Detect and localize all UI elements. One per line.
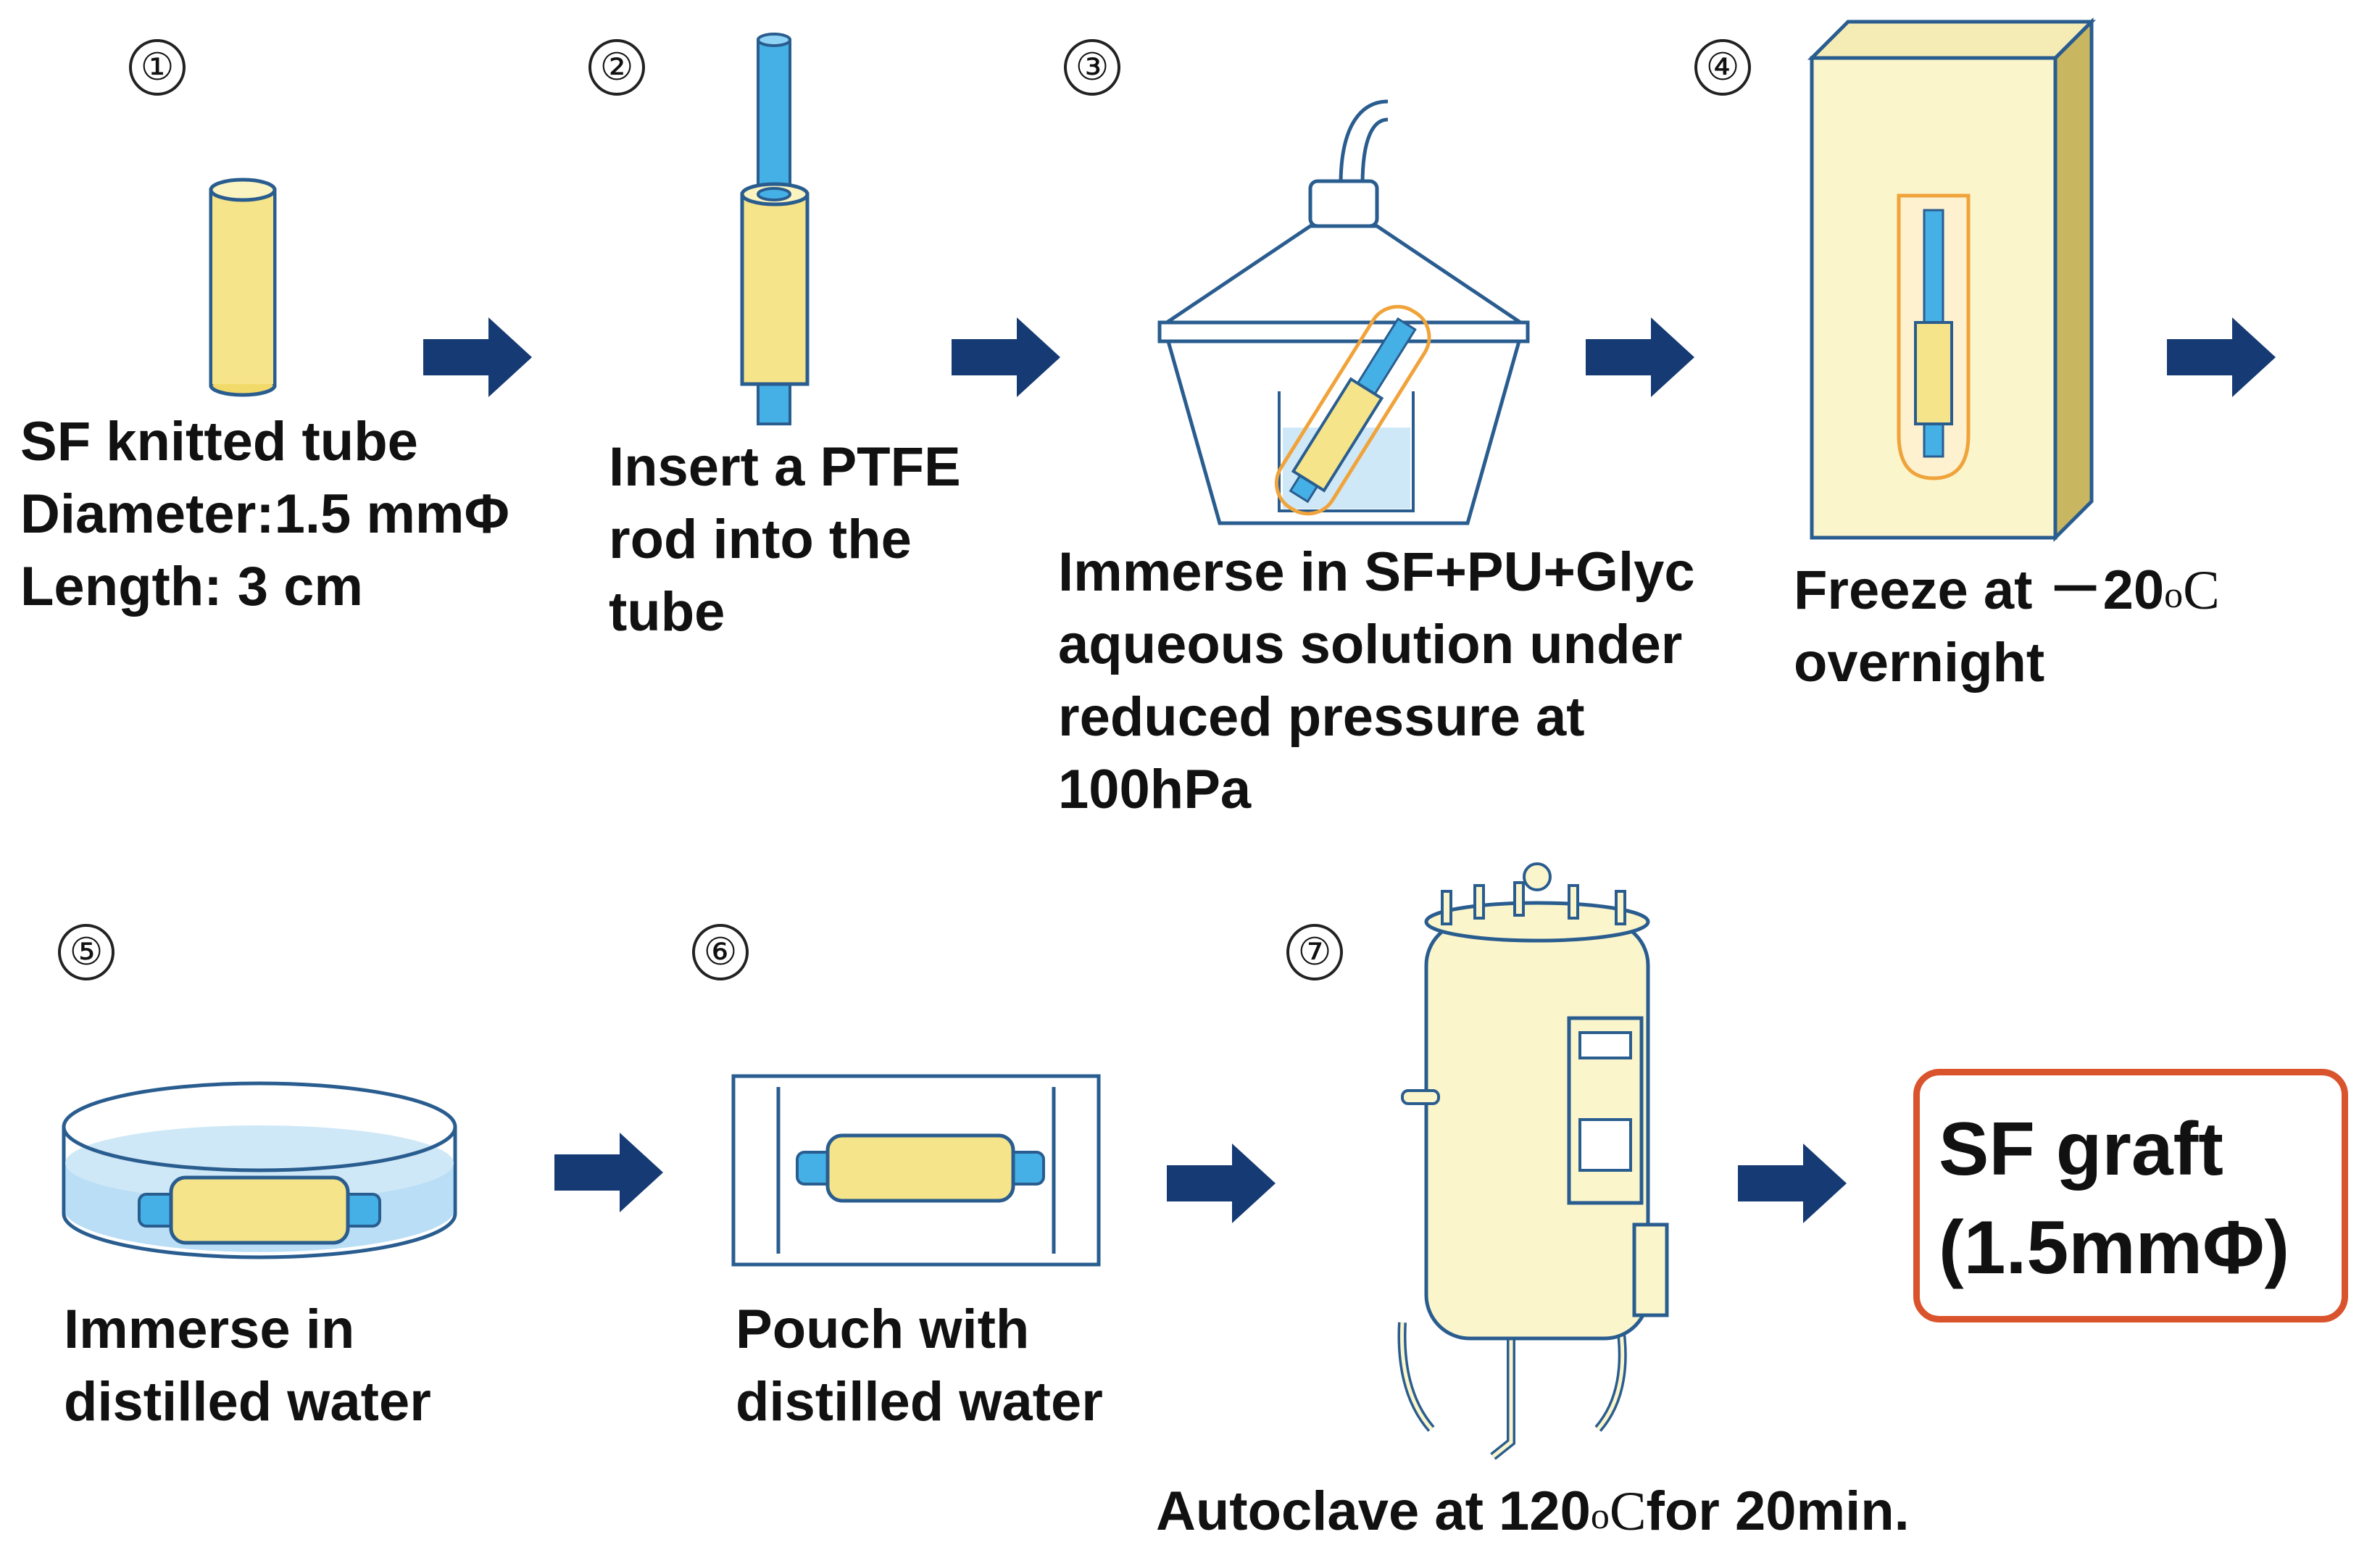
sf-graft-result-box: SF graft (1.5mmΦ) [1913,1069,2348,1322]
process-arrow [2167,317,2276,397]
result-line-2: (1.5mmΦ) [1939,1206,2290,1290]
step-4-freeze-text: Freeze at －20 [1794,559,2165,621]
step-number-1: ① [129,39,186,96]
step-5-label-line-1: Immerse in [64,1299,355,1360]
step-3-label-line-3: reduced pressure at [1058,686,1585,748]
step-number-3: ③ [1064,39,1120,96]
vacuum-desiccator-icon [1157,99,1530,525]
step-number-5: ⑤ [58,924,115,980]
step-6-label-line-2: distilled water [736,1371,1103,1433]
step-3-label-line-1: Immerse in SF+PU+Glyc [1058,541,1695,603]
process-arrow [1738,1143,1847,1223]
pouch-icon [731,1074,1101,1267]
process-arrow [1167,1143,1276,1223]
step-3-label-line-4: 100hPa [1058,759,1252,820]
step-1-label-line-2: Diameter:1.5 mmΦ [20,483,509,545]
process-arrow [554,1133,663,1212]
step-number-6: ⑥ [692,924,749,980]
step-1-label-line-3: Length: 3 cm [20,556,363,617]
autoclave-icon [1397,862,1669,1460]
step-5-label-line-2: distilled water [64,1371,431,1433]
step-7-autoclave-text: Autoclave at 120 [1156,1480,1591,1542]
petri-dish-icon [62,1081,457,1259]
degree-celsius-unit: oC [1590,1481,1647,1542]
process-arrow [952,317,1060,397]
step-7-label: Autoclave at 120oCfor 20min. [1156,1475,1910,1553]
step-2-label-line-2: rod into the [609,509,912,570]
step-4-label-line-1: Freeze at －20oC [1794,554,2220,632]
step-2-label-line-3: tube [609,581,725,643]
step-3-label-line-2: aqueous solution under [1058,614,1683,675]
step-2-label-line-1: Insert a PTFE [609,436,961,498]
step-number-4: ④ [1694,39,1751,96]
step-7-duration-text: for 20min. [1646,1480,1910,1542]
tube-with-ptfe-rod-icon [740,33,810,425]
degree-celsius-unit: oC [2164,560,2220,621]
freezer-icon [1807,17,2097,543]
process-arrow [1586,317,1694,397]
step-number-2: ② [588,39,645,96]
step-4-label-line-2: overnight [1794,632,2045,693]
step-6-label-line-1: Pouch with [736,1299,1030,1360]
process-arrow [423,317,532,397]
step-1-label-line-1: SF knitted tube [20,411,418,472]
sf-knitted-tube-icon [209,178,277,397]
step-number-7: ⑦ [1286,924,1343,980]
result-line-1: SF graft [1939,1107,2223,1191]
